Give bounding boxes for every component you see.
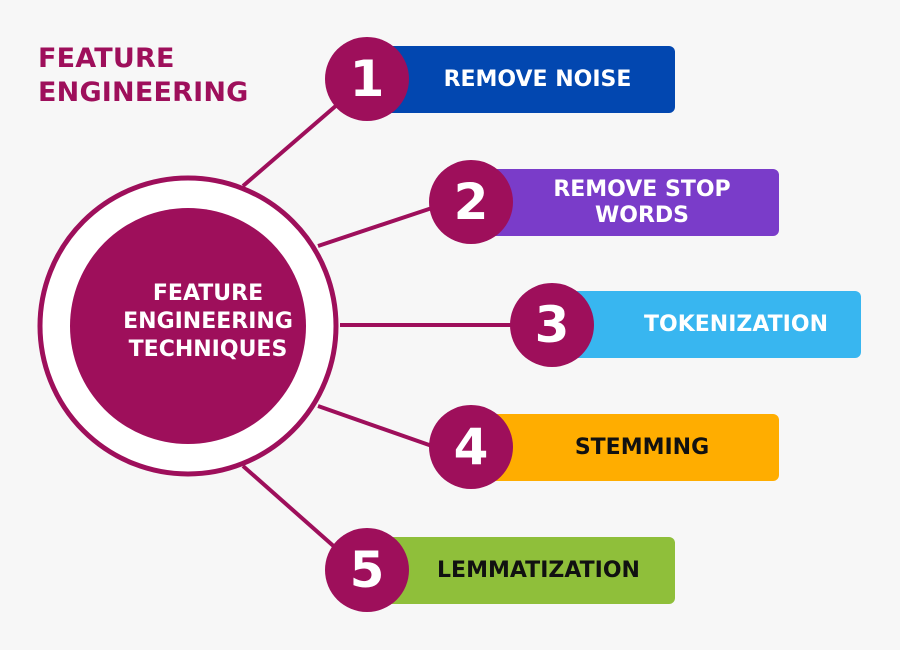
step-number-3: 3 [510, 283, 594, 367]
diagram-title-line-2: ENGINEERING [38, 77, 249, 108]
diagram-title: FEATURE ENGINEERING [38, 42, 249, 110]
step-label-5: LEMMATIZATION [437, 557, 640, 583]
step-label-1: REMOVE NOISE [443, 66, 632, 92]
center-circle [70, 208, 306, 444]
step-bar-2: REMOVE STOP WORDS [475, 169, 779, 236]
step-number-1: 1 [325, 37, 409, 121]
connector-line-5 [241, 464, 340, 552]
step-number-2: 2 [429, 160, 513, 244]
diagram-title-line-1: FEATURE [38, 43, 175, 74]
step-number-5: 5 [325, 528, 409, 612]
step-label-3: TOKENIZATION [644, 311, 828, 337]
connector-line-1 [241, 102, 340, 188]
step-number-4: 4 [429, 405, 513, 489]
step-label-2-line-2: WORDS [594, 202, 689, 228]
step-bar-4: STEMMING [475, 414, 779, 481]
center-label-line-1: FEATURE [152, 281, 264, 306]
connector-line-2 [317, 206, 433, 248]
step-bar-3: TOKENIZATION [555, 291, 861, 358]
step-label-4: STEMMING [574, 434, 710, 460]
center-label-line-3: TECHNIQUES [128, 337, 288, 362]
step-bar-1: REMOVE NOISE [370, 46, 675, 113]
center-label-line-2: ENGINEERING [123, 309, 293, 334]
connector-line-4 [317, 404, 433, 448]
step-label-2-line-1: REMOVE STOP [553, 176, 731, 202]
step-bar-5: LEMMATIZATION [370, 537, 675, 604]
center-label: FEATURE ENGINEERING TECHNIQUES [98, 280, 318, 364]
